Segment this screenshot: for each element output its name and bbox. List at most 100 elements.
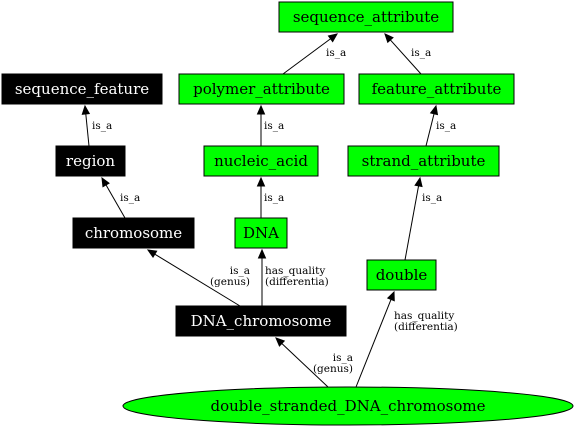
arrowhead-icon — [101, 176, 110, 188]
edge-label-line: is_a — [333, 352, 353, 364]
node-double[interactable]: double — [366, 259, 437, 291]
node-label: DNA_chromosome — [191, 312, 332, 330]
edge-label-line: is_a — [326, 47, 346, 59]
node-shape — [347, 145, 500, 177]
arrowhead-icon — [414, 176, 423, 188]
node-label: sequence_attribute — [293, 8, 439, 26]
edge-label-line: is_a — [422, 192, 442, 204]
node-shape — [175, 305, 347, 337]
edge-label-line: is_a — [264, 192, 284, 204]
edge-region-to-seqfeature: is_a — [81, 104, 112, 147]
node-label: nucleic_acid — [214, 152, 308, 170]
node-shape — [122, 386, 574, 426]
edge-label: is_a — [411, 47, 431, 59]
edge-dnachrom-to-dna: has_quality(differentia) — [257, 248, 329, 306]
arrowhead-icon — [146, 249, 158, 259]
edge-line — [154, 253, 241, 307]
edge-nucleic-to-polymer: is_a — [256, 104, 284, 146]
node-shape — [366, 259, 437, 291]
edge-polymer-to-seqattr: is_a — [282, 33, 346, 75]
edge-label-line: (differentia) — [394, 321, 458, 333]
node-dna[interactable]: DNA — [234, 217, 288, 249]
edge-line — [425, 113, 435, 147]
edge-dna-to-nucleic: is_a — [256, 176, 284, 218]
arrowhead-icon — [275, 337, 286, 347]
edge-label-line: is_a — [411, 47, 431, 59]
edge-label-line: is_a — [436, 120, 456, 132]
edge-label: is_a(genus) — [210, 265, 250, 288]
edge-strand-to-feature: is_a — [425, 104, 456, 147]
node-shape — [1, 73, 163, 105]
edge-label: has_quality(differentia) — [394, 310, 458, 333]
edge-line — [389, 39, 422, 75]
edge-line — [282, 38, 331, 75]
node-nucleic-acid[interactable]: nucleic_acid — [203, 145, 319, 177]
node-label: polymer_attribute — [193, 80, 330, 98]
node-shape — [358, 73, 515, 105]
arrowhead-icon — [257, 248, 267, 259]
edge-label-line: is_a — [230, 265, 250, 277]
edge-line — [85, 113, 90, 147]
node-label: strand_attribute — [362, 152, 486, 170]
edge-label: is_a — [422, 192, 442, 204]
node-region[interactable]: region — [55, 145, 126, 177]
arrowhead-icon — [386, 290, 395, 302]
node-label: sequence_feature — [15, 80, 149, 98]
edge-label: is_a — [92, 120, 112, 132]
edge-line — [404, 185, 420, 261]
arrowhead-icon — [81, 104, 91, 115]
node-label: chromosome — [85, 224, 182, 242]
edge-label-line: (genus) — [313, 363, 353, 375]
node-sequence-feature[interactable]: sequence_feature — [1, 73, 163, 105]
node-shape — [234, 217, 288, 249]
edge-dsdna-to-double: has_quality(differentia) — [355, 290, 458, 388]
edge-double-to-strand: is_a — [404, 176, 442, 261]
edge-chromosome-to-region: is_a — [101, 176, 140, 219]
edge-label: is_a — [120, 192, 140, 204]
node-label: double_stranded_DNA_chromosome — [211, 397, 486, 415]
edge-dnachrom-to-chromosome: is_a(genus) — [146, 249, 250, 307]
node-polymer-attribute[interactable]: polymer_attribute — [178, 73, 345, 105]
edge-label-line: is_a — [120, 192, 140, 204]
node-shape — [278, 1, 454, 33]
edge-line — [281, 343, 329, 388]
node-shape — [178, 73, 345, 105]
node-label: feature_attribute — [372, 80, 502, 98]
edge-line — [105, 184, 126, 219]
edge-label-line: (differentia) — [265, 276, 329, 288]
edge-label: is_a — [264, 192, 284, 204]
node-feature-attribute[interactable]: feature_attribute — [358, 73, 515, 105]
edge-label-line: is_a — [264, 120, 284, 132]
node-label: DNA — [243, 224, 279, 242]
node-label: region — [66, 152, 115, 170]
edge-label-line: is_a — [92, 120, 112, 132]
node-label: double — [376, 266, 428, 284]
edge-label-line: has_quality — [394, 310, 454, 322]
arrowhead-icon — [256, 104, 266, 115]
node-dna-chromosome[interactable]: DNA_chromosome — [175, 305, 347, 337]
arrowhead-icon — [256, 176, 266, 187]
node-double-stranded-dna-chromosome[interactable]: double_stranded_DNA_chromosome — [122, 386, 574, 426]
arrowhead-icon — [429, 104, 439, 116]
edge-line — [355, 299, 392, 388]
node-shape — [72, 217, 195, 249]
edge-label: is_a — [264, 120, 284, 132]
node-chromosome[interactable]: chromosome — [72, 217, 195, 249]
edge-label: is_a — [436, 120, 456, 132]
arrowhead-icon — [384, 33, 394, 44]
edge-label: is_a — [326, 47, 346, 59]
edge-dsdna-to-dnachrom: is_a(genus) — [275, 337, 353, 388]
arrowhead-icon — [327, 33, 339, 43]
edge-label: is_a(genus) — [313, 352, 353, 375]
node-strand-attribute[interactable]: strand_attribute — [347, 145, 500, 177]
edge-label-line: (genus) — [210, 276, 250, 288]
node-sequence-attribute[interactable]: sequence_attribute — [278, 1, 454, 33]
edge-label: has_quality(differentia) — [265, 265, 329, 288]
node-shape — [55, 145, 126, 177]
edge-label-line: has_quality — [265, 265, 325, 277]
node-shape — [203, 145, 319, 177]
edge-feature-to-seqattr: is_a — [384, 33, 431, 75]
